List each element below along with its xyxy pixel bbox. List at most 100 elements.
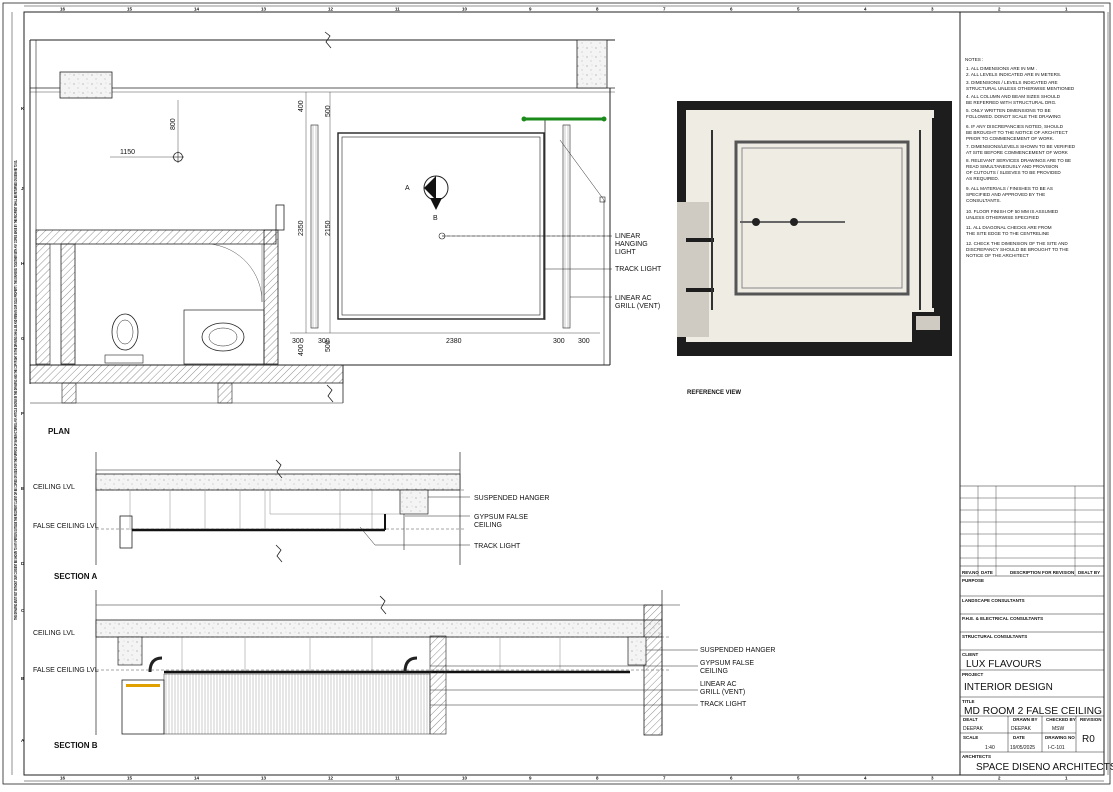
project-name: INTERIOR DESIGN (964, 682, 1053, 693)
ruler-label: 16 (60, 776, 66, 781)
label-track-light: TRACK LIGHT (474, 543, 521, 550)
ruler-label: E (21, 486, 24, 491)
plan-dimensions: 1150 800 400 500 2350 2150 300 300 500 4… (120, 92, 600, 356)
note-line: 10. FLOOR FINISH OF 50 MM IS ASSUMED (966, 209, 1059, 214)
dim: 1150 (120, 149, 135, 156)
dim: 800 (170, 118, 177, 130)
inner-border (23, 11, 1105, 776)
note-line: SPECIFIED AND APPROVED BY THE (966, 192, 1045, 197)
note-line: 11. ALL DIAGONAL CHECKS ARE FROM (966, 225, 1052, 230)
note-line: THE SITE EDGE TO THE CENTRELINE (966, 231, 1049, 236)
scale-value: 1:40 (985, 745, 995, 751)
ruler-label: 14 (194, 7, 200, 12)
ruler-label: 7 (663, 7, 666, 12)
ruler-label: 3 (931, 776, 934, 781)
revision-grid: REV.NO DATE DESCRIPTION FOR REVISION DEA… (960, 485, 1104, 577)
note-line: AT SITE BEFORE COMMENCEMENT OF WORK (966, 150, 1069, 155)
wc (111, 313, 139, 351)
client-label: CLIENT (962, 652, 979, 657)
ruler-label: 5 (797, 7, 800, 12)
dim: 300 (292, 338, 304, 345)
note-line: BE BROUGHT TO THE NOTICE OF ARCHITECT (966, 130, 1068, 135)
label-ceiling-lvl: CEILING LVL (33, 630, 75, 637)
structural-label: STRUCTURAL CONSULTANTS (962, 634, 1027, 639)
dim: 300 (318, 338, 330, 345)
note-line: FOLLOWED. DONOT SCALE THE DRAWING (966, 114, 1061, 119)
column (59, 71, 113, 99)
ruler-label: 15 (127, 776, 133, 781)
ruler-label: D (21, 561, 25, 566)
dim: 2380 (446, 338, 462, 345)
drawn-by-label: DRAWN BY (1013, 717, 1038, 722)
section-b: CEILING LVL FALSE CEILING LVL SUSPENDED … (33, 590, 775, 750)
note-line: 6. IF ANY DISCREPANCIES NOTED, SHOULD (966, 124, 1064, 129)
ruler-label: 4 (864, 776, 867, 781)
ruler-label: 8 (596, 776, 599, 781)
reference-view: REFERENCE VIEW (677, 101, 952, 396)
label-linear-ac: LINEAR AC (615, 295, 652, 302)
note-line: DISCREPANCY SHOULD BE BROUGHT TO THE (966, 247, 1069, 252)
label-linear-hanging: HANGING (615, 241, 648, 248)
section-b-title: SECTION B (54, 741, 98, 750)
linear-ac-grill (562, 124, 571, 329)
note-line: CONSULTANTS. (966, 198, 1001, 203)
ruler-label: 10 (462, 776, 468, 781)
revision-label: REVISION (1080, 717, 1102, 722)
linear-ac-grill (310, 124, 319, 329)
copyright-note: THIS DRAWING MUST NOT WITHOUT OUR CONSEN… (13, 160, 18, 620)
dim: 300 (578, 338, 590, 345)
ruler-label: 12 (328, 776, 334, 781)
note-line: OF CUTOUTS / SLEEVES TO BE PROVIDED (966, 170, 1061, 175)
dim: 500 (325, 340, 332, 352)
checked-by-label: CHECKED BY (1046, 717, 1076, 722)
linear-ac-grill-b (163, 673, 431, 735)
landscape-label: LANDSCAPE CONSULTANTS (962, 598, 1025, 603)
note-line: 3. DIMENSIONS / LEVELS INDICATED ARE (966, 80, 1058, 85)
architects-label: ARCHITECTS (962, 754, 991, 759)
dim: 400 (298, 100, 305, 112)
ruler-label: 16 (60, 7, 66, 12)
notes-heading: NOTES : (965, 57, 983, 62)
ruler-label: G (21, 336, 25, 341)
reference-title: REFERENCE VIEW (687, 390, 741, 396)
note-line: NOTICE OF THE ARCHITECT (966, 253, 1029, 258)
note-line: AS REQUIRED. (966, 176, 999, 181)
project-label: PROJECT (962, 672, 984, 677)
ruler-label: B (21, 676, 25, 681)
ruler-label: 3 (931, 7, 934, 12)
revision-value: R0 (1082, 734, 1095, 745)
ruler-label: 4 (864, 7, 867, 12)
ruler-label: F (21, 411, 24, 416)
section-a-title: SECTION A (54, 572, 97, 581)
bottom-ruler: 16 15 14 13 12 11 10 9 8 7 6 5 4 3 2 1 (60, 776, 1068, 781)
side-ruler: K J H G F E D C B A (21, 106, 25, 743)
ruler-label: 11 (395, 7, 400, 12)
note-line: 9. ALL MATERIALS / FINISHES TO BE AS (966, 186, 1053, 191)
note-line: READ SIMULTANEOUSLY AND PROVISION (966, 164, 1058, 169)
dim: 2350 (298, 220, 305, 236)
plan-view: A B 1150 800 400 500 2350 2150 300 300 5… (29, 31, 662, 436)
title-block: NOTES : 1. ALL DIMENSIONS ARE IN MM . 2.… (959, 12, 1113, 775)
ruler-label: 1 (1065, 7, 1068, 12)
label-false-ceiling-lvl: FALSE CEILING LVL (33, 523, 99, 530)
ruler-label: 6 (730, 7, 733, 12)
wash-basin (201, 322, 245, 352)
drawn-by-value: DEEPAK (1011, 726, 1032, 732)
ruler-label: H (21, 261, 24, 266)
ruler-label: 8 (596, 7, 599, 12)
note-line: BE REFERRED WITH STRUCTURAL DRG. (966, 100, 1056, 105)
note-line: 5. ONLY WRITTEN DIMENSIONS TO BE (966, 108, 1051, 113)
ruler-label: 15 (127, 7, 133, 12)
ruler-label: C (21, 608, 25, 613)
ref-false-ceiling (734, 140, 910, 296)
client-name: LUX FLAVOURS (966, 659, 1042, 670)
dim: 2150 (325, 220, 332, 236)
ruler-label: K (21, 106, 25, 111)
label-gypsum: CEILING (700, 668, 728, 675)
ruler-label: 11 (395, 776, 400, 781)
ruler-label: 1 (1065, 776, 1068, 781)
label-gypsum: CEILING (474, 522, 502, 529)
